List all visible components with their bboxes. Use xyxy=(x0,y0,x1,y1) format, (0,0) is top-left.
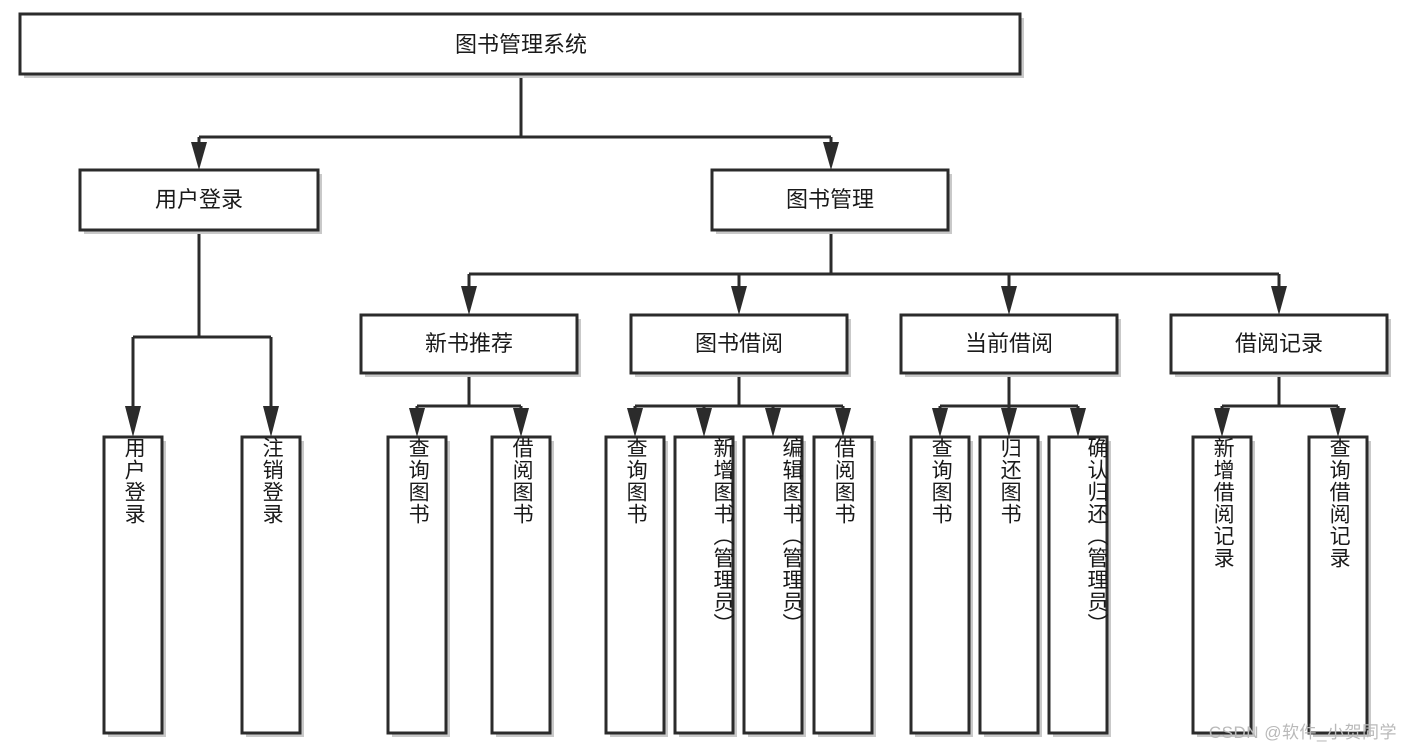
borrow-record-label: 借阅记录 xyxy=(1235,331,1323,356)
book-borrow-box[interactable] xyxy=(629,313,849,375)
borrow-record-box[interactable] xyxy=(1169,313,1389,375)
edges-newbook-to-leaves xyxy=(409,375,529,437)
current-borrow-box[interactable] xyxy=(899,313,1119,375)
leaf-bb-query-box[interactable] xyxy=(604,435,666,735)
arrow-head-currentborrow xyxy=(1001,286,1017,315)
leaf-user-login-box[interactable] xyxy=(102,435,164,735)
leaf-br-add-box[interactable] xyxy=(1191,435,1253,735)
edges-root-to-level2 xyxy=(191,77,839,170)
watermark-text: CSDN @软件_小贺同学 xyxy=(1208,723,1397,742)
node-book-management[interactable]: 图书管理 xyxy=(710,168,952,234)
edges-bookmgmt-to-level3 xyxy=(461,232,1287,315)
leaf-bb-borrow-box[interactable] xyxy=(812,435,874,735)
leaf-boxes xyxy=(102,435,1371,737)
user-login-box[interactable] xyxy=(78,168,320,232)
arrow-head-bb-leaf4 xyxy=(835,408,851,437)
root-label: 图书管理系统 xyxy=(455,32,587,57)
arrow-head-cb-leaf2 xyxy=(1001,408,1017,437)
arrow-head-newbook xyxy=(461,286,477,315)
arrow-head-leaf-user-login xyxy=(125,406,141,437)
arrow-head-nb-leaf1 xyxy=(409,408,425,437)
arrow-head-br-leaf2 xyxy=(1330,408,1346,437)
edges-borrowrecord-to-leaves xyxy=(1214,375,1346,437)
new-book-recommend-label: 新书推荐 xyxy=(425,331,513,356)
arrow-head-leaf-logout xyxy=(263,406,279,437)
node-new-book-recommend[interactable]: 新书推荐 xyxy=(359,313,581,377)
edges-currentborrow-to-leaves xyxy=(932,375,1086,437)
edges-userlogin-to-leaves xyxy=(125,232,279,437)
arrow-head-bb-leaf3 xyxy=(765,408,781,437)
arrow-head-bb-leaf1 xyxy=(627,408,643,437)
arrow-head-borrowrecord xyxy=(1271,286,1287,315)
root-box[interactable] xyxy=(18,12,1022,76)
leaf-bb-edit-box[interactable] xyxy=(742,435,804,735)
leaf-cb-confirm-box[interactable] xyxy=(1047,435,1109,735)
leaf-cb-query-box[interactable] xyxy=(909,435,971,735)
leaf-br-query-box[interactable] xyxy=(1307,435,1369,735)
leaf-logout-box[interactable] xyxy=(240,435,302,735)
book-management-box[interactable] xyxy=(710,168,950,232)
book-management-label: 图书管理 xyxy=(786,187,874,212)
node-current-borrow[interactable]: 当前借阅 xyxy=(899,313,1121,377)
arrow-head-bb-leaf2 xyxy=(696,408,712,437)
leaf-nb-query-box[interactable] xyxy=(386,435,448,735)
arrow-head-bookborrow xyxy=(731,286,747,315)
node-root[interactable]: 图书管理系统 xyxy=(18,12,1024,78)
node-borrow-record[interactable]: 借阅记录 xyxy=(1169,313,1391,377)
book-borrow-label: 图书借阅 xyxy=(695,331,783,356)
arrow-head-cb-leaf1 xyxy=(932,408,948,437)
edges-bookborrow-to-leaves xyxy=(627,375,851,437)
current-borrow-label: 当前借阅 xyxy=(965,331,1053,356)
arrow-head-br-leaf1 xyxy=(1214,408,1230,437)
node-user-login[interactable]: 用户登录 xyxy=(78,168,322,234)
node-book-borrow[interactable]: 图书借阅 xyxy=(629,313,851,377)
user-login-label: 用户登录 xyxy=(155,187,243,212)
leaf-cb-return-box[interactable] xyxy=(978,435,1040,735)
new-book-recommend-box[interactable] xyxy=(359,313,579,375)
leaf-bb-add-box[interactable] xyxy=(673,435,735,735)
leaf-nb-borrow-box[interactable] xyxy=(490,435,552,735)
arrow-head-userlogin xyxy=(191,142,207,170)
arrow-head-bookmgmt xyxy=(823,142,839,170)
arrow-head-cb-leaf3 xyxy=(1070,408,1086,437)
arrow-head-nb-leaf2 xyxy=(513,408,529,437)
